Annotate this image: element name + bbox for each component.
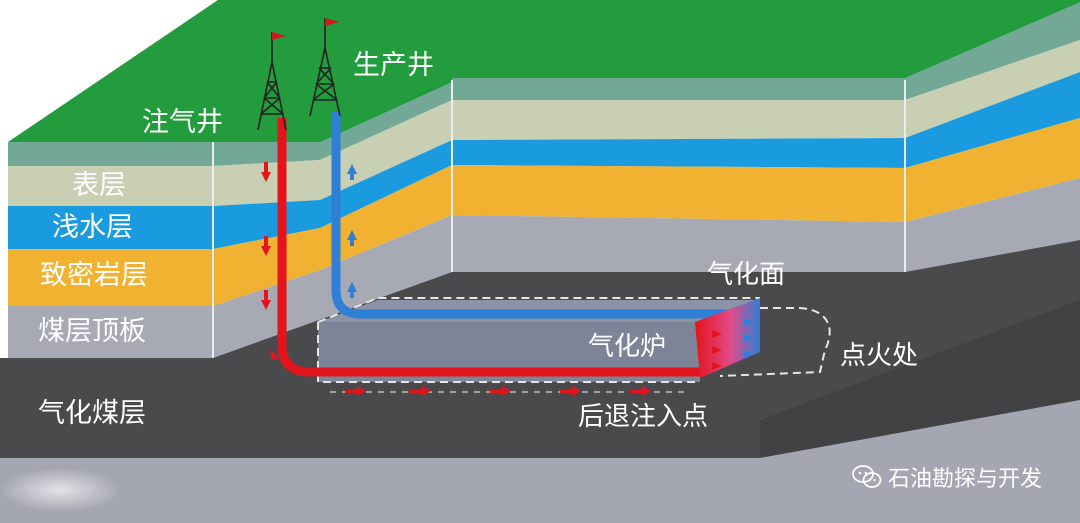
- production-flow-arrows: [347, 164, 357, 298]
- surface-layer-label: 表层: [72, 170, 126, 201]
- front-aquifer: [8, 206, 213, 249]
- front-tight-rock: [8, 249, 213, 306]
- aquifer-label: 浅水层: [52, 212, 133, 243]
- right-green-cap: [452, 2, 1080, 100]
- production-pipe: [331, 112, 755, 319]
- right-aquifer: [452, 72, 1080, 168]
- production-well-label: 生产井: [353, 50, 434, 81]
- retreat-injection-point-label: 后退注入点: [578, 402, 709, 432]
- injection-flow-arrows: [261, 162, 280, 360]
- gasifier-outline: [317, 322, 700, 383]
- injection-well-label: 注气井: [142, 107, 223, 138]
- gasifier-label: 气化炉: [588, 332, 667, 362]
- ignition-point-label: 点火处: [840, 341, 919, 371]
- bottom-rock-right: [760, 400, 1080, 523]
- front-coal-roof: [8, 306, 213, 358]
- front-surface-layer: [8, 166, 213, 206]
- front-green-cap: [8, 142, 213, 166]
- injection-derrick-icon: [257, 32, 287, 131]
- cut-surface-layer: [213, 100, 452, 206]
- gasification-face-label: 气化面: [707, 260, 786, 290]
- coal-seam-label: 气化煤层: [38, 398, 146, 429]
- gasifier-outline-top: [317, 297, 760, 323]
- production-derrick-icon: [309, 18, 341, 117]
- horizontal-flow-arrows: [345, 386, 651, 396]
- coal-roof-label: 煤层顶板: [38, 316, 146, 347]
- right-tight-rock: [452, 118, 1080, 222]
- watermark-glow: [0, 468, 120, 512]
- cut-green-cap: [213, 82, 452, 166]
- right-surface-layer: [452, 40, 1080, 140]
- front-flow-arrows: [712, 318, 754, 370]
- bottom-rock-front: [0, 458, 760, 523]
- watermark: 石油勘探与开发: [852, 461, 1042, 493]
- tight-rock-label: 致密岩层: [40, 260, 148, 291]
- watermark-text: 石油勘探与开发: [887, 467, 1042, 492]
- right-coal-roof: [452, 178, 1080, 272]
- ignition-zone-outline: [719, 307, 831, 377]
- injection-pipe: [277, 118, 700, 377]
- wechat-icon: [852, 465, 882, 488]
- gasification-front: [695, 298, 760, 378]
